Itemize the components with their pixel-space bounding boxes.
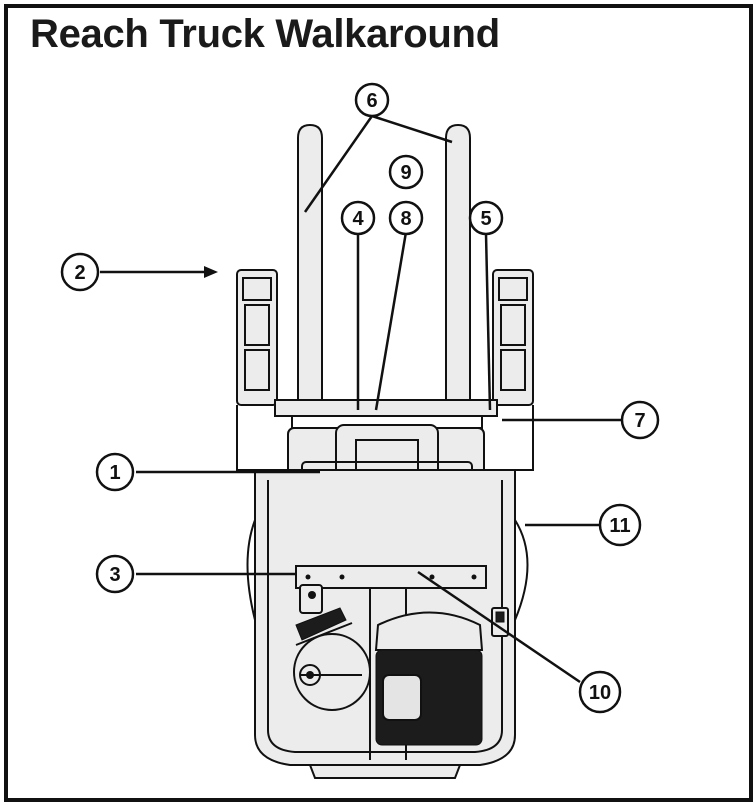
arrow-2 [204,266,218,278]
callout-5-label: 5 [480,208,491,230]
callout-3-label: 3 [109,564,120,586]
callout-2-label: 2 [74,262,85,284]
callout-9-label: 9 [400,162,411,184]
leader-6b [371,114,453,144]
leader-8 [374,231,408,411]
callout-5: 5 [468,200,504,236]
callout-10: 10 [578,670,622,714]
leader-6a [303,115,374,213]
left-outrigger [236,269,278,471]
control-handle [295,584,347,641]
callout-6: 6 [354,82,390,118]
callout-8: 8 [388,200,424,236]
truck-illustration [236,123,534,779]
left-fork [297,123,323,401]
callout-1-label: 1 [109,462,120,484]
callout-2: 2 [60,252,100,292]
leader-10 [417,570,581,684]
round-compartment [293,622,371,711]
callout-7: 7 [620,400,660,440]
operator-floor [374,611,484,746]
right-fork [445,123,471,401]
page-title: Reach Truck Walkaround [30,12,500,56]
callout-7-label: 7 [634,410,645,432]
leader-lines [100,114,622,684]
callout-8-label: 8 [400,208,411,230]
fork-carriage [274,399,498,429]
callout-11: 11 [598,503,642,547]
callout-9: 9 [388,154,424,190]
callout-11-label: 11 [609,515,630,537]
callout-3: 3 [95,554,135,594]
right-outrigger [492,269,534,471]
callout-6-label: 6 [366,90,377,112]
leader-5 [484,233,492,411]
callout-4: 4 [340,200,376,236]
callout-1: 1 [95,452,135,492]
callout-10-label: 10 [589,682,611,704]
callout-4-label: 4 [352,208,364,230]
